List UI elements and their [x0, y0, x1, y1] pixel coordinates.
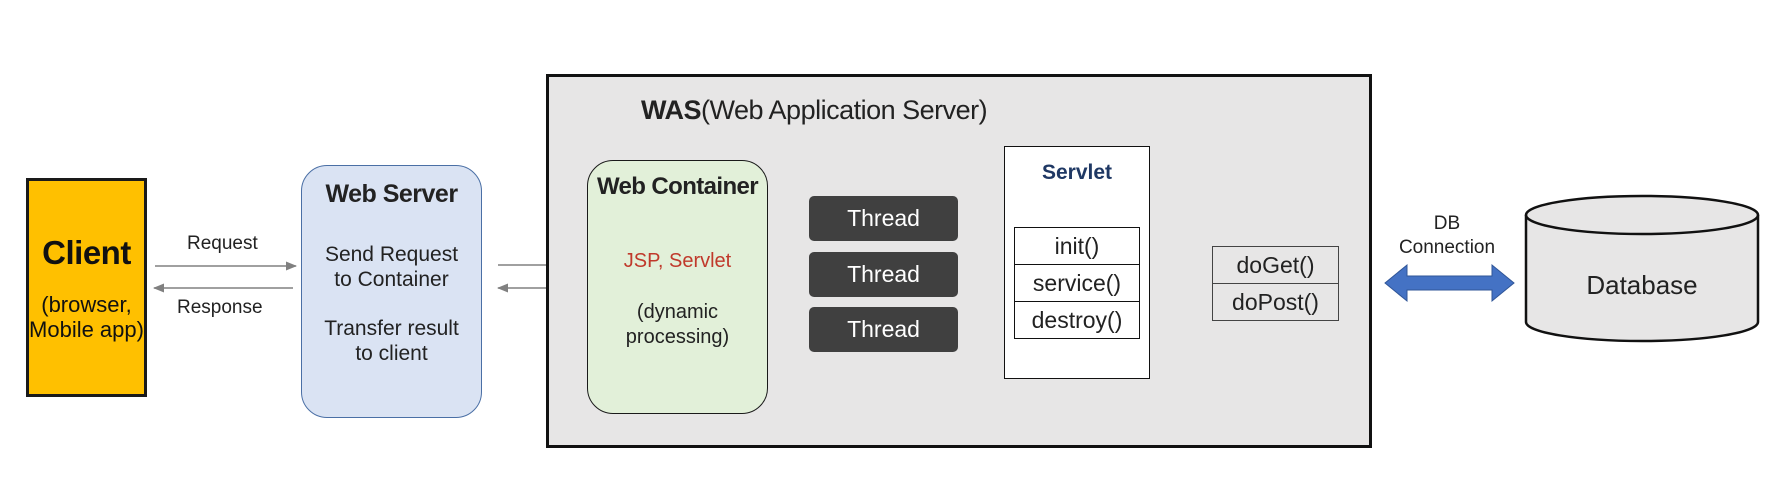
- web-server-text-transfer: Transfer result to client: [302, 316, 481, 366]
- web-server-text1-line2: to Container: [334, 268, 449, 291]
- servlet-method-destroy: destroy(): [1014, 301, 1140, 339]
- request-label: Request: [187, 233, 258, 254]
- client-box: Client (browser, Mobile app): [26, 178, 147, 397]
- was-title-bold: WAS: [641, 95, 702, 125]
- client-subtitle-line2: Mobile app): [29, 316, 144, 342]
- thread-box: Thread: [809, 196, 958, 241]
- response-label: Response: [177, 297, 263, 318]
- servlet-method-init: init(): [1014, 227, 1140, 265]
- web-server-text2-line2: to client: [355, 342, 428, 365]
- db-connection-label: DB Connection: [1392, 212, 1502, 260]
- web-server-box: Web Server Send Request to Container Tra…: [301, 165, 482, 418]
- dopost-box: doPost(): [1212, 283, 1339, 321]
- was-title-rest: (Web Application Server): [701, 95, 988, 125]
- web-server-text1-line1: Send Request: [324, 243, 459, 266]
- thread-box: Thread: [809, 252, 958, 297]
- web-container-title: Web Container: [596, 173, 759, 200]
- web-container-tech: JSP, Servlet: [623, 250, 732, 272]
- web-container-desc-line1: (dynamic: [636, 301, 719, 323]
- client-subtitle-line1: (browser,: [41, 291, 132, 317]
- servlet-title: Servlet: [1041, 161, 1113, 184]
- db-connection-arrow: [1384, 263, 1515, 303]
- db-connection-label-line1: DB: [1433, 213, 1461, 234]
- web-container-box: Web Container JSP, Servlet (dynamic proc…: [587, 160, 768, 414]
- web-container-desc: (dynamic processing): [588, 300, 767, 350]
- db-connection-label-line2: Connection: [1398, 237, 1496, 258]
- web-server-text2-line1: Transfer result: [324, 317, 459, 340]
- web-server-text-send: Send Request to Container: [302, 242, 481, 292]
- client-title: Client: [42, 233, 131, 271]
- doget-box: doGet(): [1212, 246, 1339, 284]
- client-subtitle: (browser, Mobile app): [29, 292, 144, 342]
- database-cylinder: [1524, 194, 1760, 343]
- was-title: WAS(Web Application Server): [641, 95, 988, 126]
- database-label: Database: [1586, 270, 1698, 300]
- servlet-method-service: service(): [1014, 264, 1140, 302]
- thread-box: Thread: [809, 307, 958, 352]
- web-server-title: Web Server: [325, 180, 458, 208]
- web-container-desc-line2: processing): [625, 326, 730, 348]
